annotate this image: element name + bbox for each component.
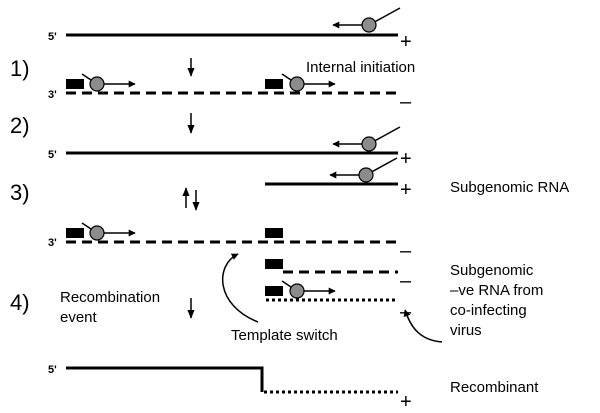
plus-sign: + xyxy=(400,31,412,53)
primer-block xyxy=(265,79,283,89)
up-down-arrows-icon xyxy=(182,187,200,211)
template-switch-label: Template switch xyxy=(231,327,338,344)
polymerase-icon xyxy=(89,76,105,92)
primer-block xyxy=(66,228,84,238)
step-label-3: 3) xyxy=(10,180,30,205)
subgenomic-neg-label-line2: –ve RNA from xyxy=(450,282,543,299)
polymerase-complex xyxy=(329,157,398,183)
polymerase-icon xyxy=(289,76,305,92)
plus-sign: + xyxy=(400,148,412,170)
polymerase-complex xyxy=(265,73,336,92)
polymerase-icon xyxy=(361,17,377,33)
polymerase-icon xyxy=(358,167,374,183)
polymerase-icon xyxy=(289,283,305,299)
recombination-label-line2: event xyxy=(60,309,98,326)
step-label-2: 2) xyxy=(10,113,30,138)
polymerase-complex xyxy=(332,126,401,152)
minus-sign: – xyxy=(400,270,412,292)
subgenomic-neg-label-line4: virus xyxy=(450,322,482,339)
step-label-4: 4) xyxy=(10,290,30,315)
five-prime-label: 5' xyxy=(48,149,57,161)
minus-sign: – xyxy=(400,91,412,113)
three-prime-label: 3' xyxy=(48,89,57,101)
subgenomic-rna-label: Subgenomic RNA xyxy=(450,179,569,196)
internal-initiation-label: Internal initiation xyxy=(306,59,415,76)
five-prime-label: 5' xyxy=(48,364,57,376)
polymerase-complex xyxy=(332,7,401,33)
subgenomic-neg-label-line1: Subgenomic xyxy=(450,262,534,279)
primer-block xyxy=(66,79,84,89)
co-infecting-arrow-icon xyxy=(403,309,443,343)
plus-sign: + xyxy=(400,391,412,413)
primer-block xyxy=(265,259,283,269)
subgenomic-neg-label-line3: co-infecting xyxy=(450,302,527,319)
polymerase-complex xyxy=(66,222,136,241)
plus-sign: + xyxy=(400,179,412,201)
five-prime-label: 5' xyxy=(48,31,57,43)
recombinant-positive-part xyxy=(66,366,264,392)
template-switch-arrow-icon xyxy=(222,253,259,323)
minus-sign: – xyxy=(400,240,412,262)
step-label-1: 1) xyxy=(10,56,30,81)
recombination-label-line1: Recombination xyxy=(60,289,160,306)
polymerase-icon xyxy=(89,225,105,241)
polymerase-icon xyxy=(361,136,377,152)
recombinant-label: Recombinant xyxy=(450,379,539,396)
primer-block xyxy=(265,228,283,238)
polymerase-complex xyxy=(265,280,336,299)
primer-block xyxy=(265,286,283,296)
three-prime-label: 3' xyxy=(48,237,57,249)
polymerase-complex xyxy=(66,73,136,92)
